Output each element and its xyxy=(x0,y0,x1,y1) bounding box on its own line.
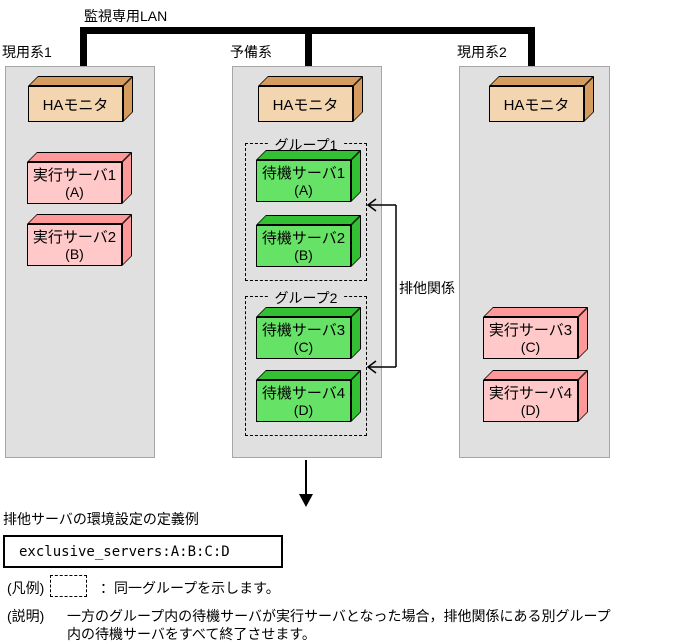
server-name: 待機サーバ1 xyxy=(261,164,346,182)
box-top-face xyxy=(256,307,361,317)
box-side-face xyxy=(584,76,594,122)
exec-server3-box: 実行サーバ3 (C) xyxy=(483,307,588,359)
server-name: 実行サーバ3 xyxy=(488,321,573,339)
server-code: (D) xyxy=(293,401,314,418)
standby-server2-box: 待機サーバ2 (B) xyxy=(256,215,361,267)
ha-monitor-box-active1: HAモニタ xyxy=(28,76,133,122)
server-code: (A) xyxy=(294,181,313,198)
standby-server4-box: 待機サーバ4 (D) xyxy=(256,370,361,422)
standby-server1-box: 待機サーバ1 (A) xyxy=(256,150,361,202)
group2-frame: グループ2 xyxy=(245,288,367,436)
ha-monitor-label: HAモニタ xyxy=(42,96,109,114)
legend-dashed-group-swatch xyxy=(50,575,87,597)
box-top-face xyxy=(28,76,133,86)
server-code: (C) xyxy=(293,338,314,355)
server-code: (B) xyxy=(65,245,84,262)
exec-server2-box: 実行サーバ2 (B) xyxy=(27,214,132,266)
lan-label: 監視専用LAN xyxy=(84,8,168,24)
active2-title: 現用系2 xyxy=(457,44,507,60)
standby-server3-box: 待機サーバ3 (C) xyxy=(256,307,361,359)
server-code: (A) xyxy=(65,183,84,200)
server-name: 実行サーバ1 xyxy=(32,166,117,184)
ha-monitor-box-standby: HAモニタ xyxy=(258,76,363,122)
definition-code: exclusive_servers:A:B:C:D xyxy=(19,543,230,560)
explanation-label: (説明) xyxy=(7,608,45,624)
box-side-face xyxy=(123,76,133,122)
server-code: (D) xyxy=(520,401,541,418)
standby-title: 予備系 xyxy=(230,44,272,60)
group2-label: グループ2 xyxy=(268,288,344,308)
server-name: 実行サーバ2 xyxy=(32,228,117,246)
server-code: (C) xyxy=(520,338,541,355)
server-code: (B) xyxy=(294,246,313,263)
box-side-face xyxy=(578,370,588,422)
exclusion-label: 排他関係 xyxy=(399,280,455,296)
exclusion-connector-arrows xyxy=(366,198,397,374)
legend-label: (凡例) xyxy=(7,580,45,596)
box-top-face xyxy=(483,307,588,317)
ha-monitor-label: HAモニタ xyxy=(272,96,339,114)
box-top-face xyxy=(27,214,132,224)
box-side-face xyxy=(353,76,363,122)
exec-server4-box: 実行サーバ4 (D) xyxy=(483,370,588,422)
box-side-face xyxy=(578,307,588,359)
box-side-face xyxy=(122,214,132,266)
down-arrow-icon xyxy=(299,494,313,507)
box-top-face xyxy=(483,370,588,380)
definition-heading: 排他サーバの環境設定の定義例 xyxy=(3,511,199,527)
box-top-face xyxy=(258,76,363,86)
server-name: 待機サーバ4 xyxy=(261,384,346,402)
server-name: 実行サーバ4 xyxy=(488,384,573,402)
definition-code-box: exclusive_servers:A:B:C:D xyxy=(3,535,283,568)
box-top-face xyxy=(256,370,361,380)
box-top-face xyxy=(27,152,132,162)
explanation-line1: 一方のグループ内の待機サーバが実行サーバとなった場合，排他関係にある別グループ xyxy=(67,608,611,624)
box-side-face xyxy=(122,152,132,204)
lan-drop-standby xyxy=(305,27,312,67)
server-name: 待機サーバ3 xyxy=(261,321,346,339)
lan-drop-active2 xyxy=(528,27,535,67)
lan-drop-active1 xyxy=(80,27,87,67)
box-top-face xyxy=(256,215,361,225)
exec-server1-box: 実行サーバ1 (A) xyxy=(27,152,132,204)
box-top-face xyxy=(489,76,594,86)
server-name: 待機サーバ2 xyxy=(261,229,346,247)
box-top-face xyxy=(256,150,361,160)
explanation-line2: 内の待機サーバをすべて終了させます。 xyxy=(67,626,316,642)
ha-monitor-label: HAモニタ xyxy=(503,96,570,114)
legend-text: ：同一グループを示します。 xyxy=(100,580,280,596)
active1-title: 現用系1 xyxy=(2,44,52,60)
down-arrow-line xyxy=(305,460,307,494)
ha-monitor-box-active2: HAモニタ xyxy=(489,76,594,122)
